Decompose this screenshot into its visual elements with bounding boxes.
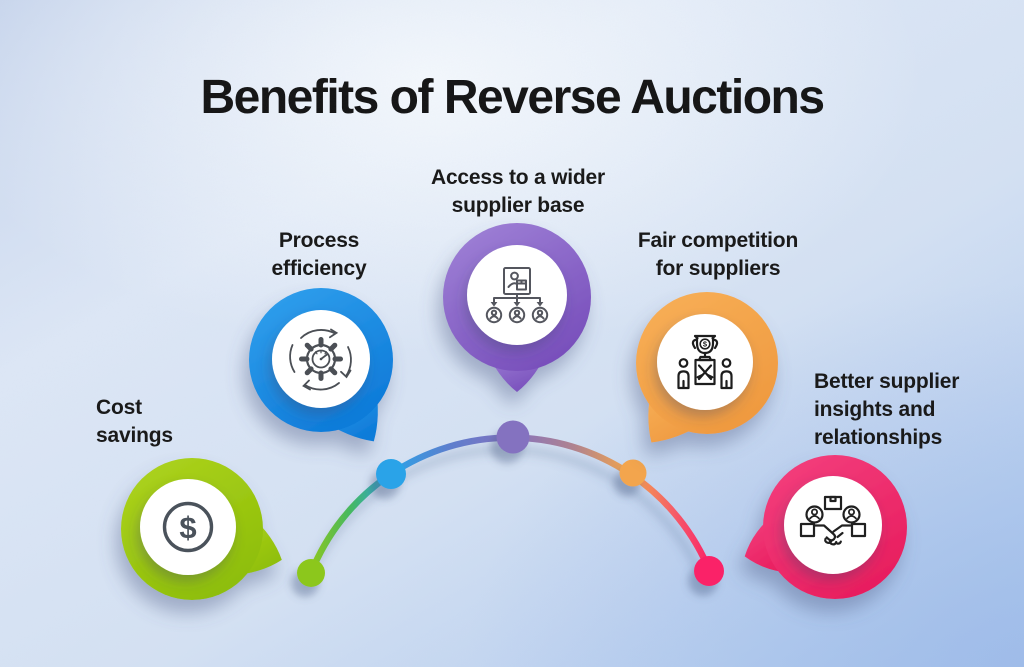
- bubble-inner-disc: [784, 476, 882, 574]
- label-process-efficiency: Process efficiency: [271, 229, 367, 280]
- dot-supplier-insights: [694, 556, 724, 586]
- dot-process-efficiency: [376, 459, 406, 489]
- label-cost-savings: Cost savings: [96, 396, 173, 447]
- svg-text:$: $: [179, 510, 196, 545]
- dollar-circle-icon: $: [162, 501, 214, 553]
- dot-fair-competition: [619, 459, 647, 487]
- svg-text:$: $: [703, 340, 708, 349]
- bubble-supplier-base: [443, 223, 591, 392]
- bubble-inner-disc: [140, 479, 236, 575]
- handshake-icon: [799, 495, 867, 546]
- dot-supplier-base: [496, 420, 530, 454]
- bubble-inner-disc: [657, 314, 753, 410]
- gear-cycle-icon: [289, 328, 352, 391]
- label-supplier-insights: Better supplier insights and relationshi…: [814, 370, 960, 449]
- dot-cost-savings: [297, 559, 325, 587]
- bubble-fair-competition: $: [636, 292, 778, 443]
- bubble-supplier-insights: [744, 455, 907, 599]
- timeline-dots: [297, 420, 724, 587]
- label-supplier-base: Access to a wider supplier base: [430, 166, 605, 217]
- bubble-cost-savings: $: [121, 458, 282, 600]
- supplier-network-icon: [485, 267, 549, 324]
- label-fair-competition: Fair competition for suppliers: [637, 229, 799, 280]
- bubble-process-efficiency: [249, 288, 393, 442]
- trophy-competition-icon: $: [677, 334, 733, 390]
